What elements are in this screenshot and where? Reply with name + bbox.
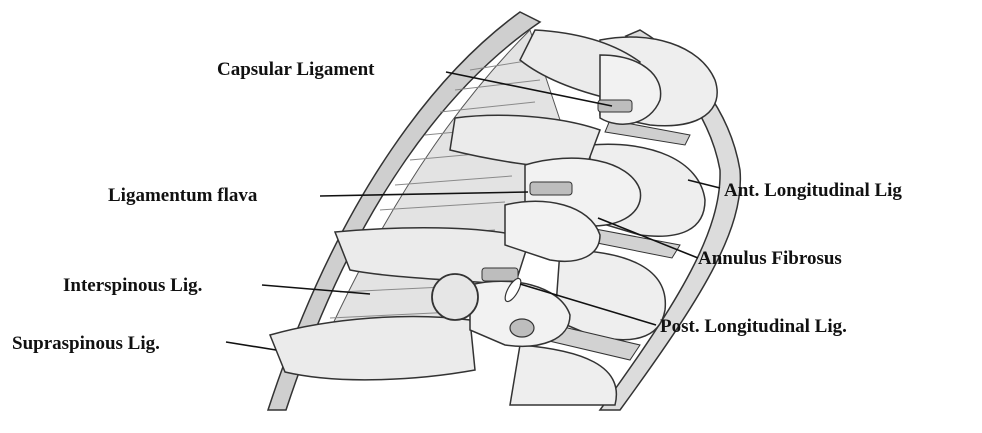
pedicle-circle [432,274,478,320]
label-post-longitudinal-lig: Post. Longitudinal Lig. [660,317,847,336]
label-capsular-ligament: Capsular Ligament [217,60,374,79]
label-supraspinous-lig: Supraspinous Lig. [12,334,160,353]
leader-supraspinous [226,342,276,350]
label-ligamentum-flava: Ligamentum flava [108,186,257,205]
label-ant-longitudinal-lig: Ant. Longitudinal Lig [724,181,902,200]
label-interspinous-lig: Interspinous Lig. [63,276,202,295]
foramen-opening [510,319,534,337]
label-annulus-fibrosus: Annulus Fibrosus [698,249,842,268]
